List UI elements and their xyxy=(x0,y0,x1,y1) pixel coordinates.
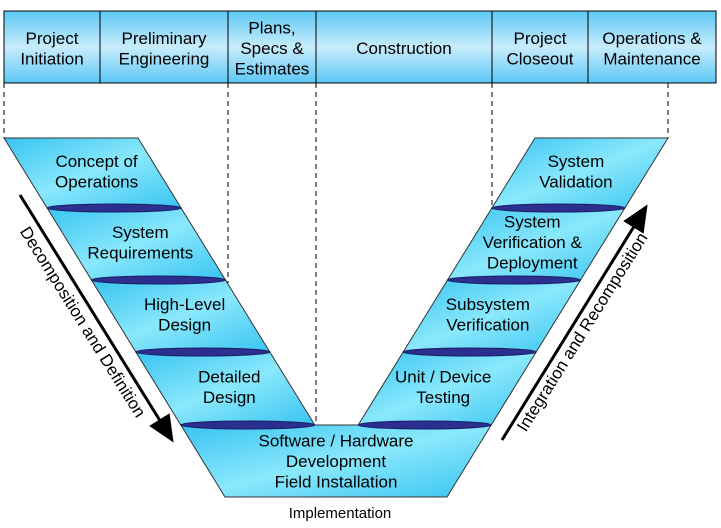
phase-label: Preliminary xyxy=(121,29,207,48)
implementation-stage-label: Field Installation xyxy=(275,473,398,492)
decomposition-arrow xyxy=(18,194,174,443)
phase-label: Plans, xyxy=(248,19,295,38)
stage-labels: Concept ofOperationsSystemRequirementsHi… xyxy=(55,152,613,492)
left-stage-label: High-Level xyxy=(144,295,225,314)
right-stage-label: System xyxy=(548,152,605,171)
left-stage-label: Design xyxy=(203,388,256,407)
phase-label: Maintenance xyxy=(603,49,700,68)
phase-cell xyxy=(587,10,717,84)
phase-cell xyxy=(99,10,229,84)
left-stage-label: Detailed xyxy=(198,367,260,386)
phase-label: Project xyxy=(26,29,79,48)
right-stage-label: Verification & xyxy=(483,233,583,252)
stage-divider xyxy=(135,347,271,357)
phase-label: Project xyxy=(514,29,567,48)
right-stage-label: Unit / Device xyxy=(395,367,491,386)
integration-arrow xyxy=(500,204,648,441)
left-stage-label: Design xyxy=(158,315,211,334)
v-shape xyxy=(3,137,669,498)
right-stage-label: Testing xyxy=(416,388,470,407)
stage-divider xyxy=(402,347,537,357)
implementation-stage-label: Software / Hardware xyxy=(259,432,414,451)
stage-divider xyxy=(46,203,182,213)
left-stage-label: System xyxy=(112,223,169,242)
phase-label: Closeout xyxy=(506,49,573,68)
phase-cell xyxy=(227,10,317,84)
phase-label: Specs & xyxy=(240,39,304,58)
right-stage-label: Deployment xyxy=(487,254,578,273)
stage-divider xyxy=(180,420,316,430)
stage-divider xyxy=(90,275,226,285)
implementation-label: Implementation xyxy=(289,505,392,522)
phase-label: Construction xyxy=(356,39,451,58)
phase-cell xyxy=(3,10,101,84)
right-stage-label: System xyxy=(504,213,561,232)
implementation-stage-label: Development xyxy=(286,452,386,471)
right-stage-label: Subsystem xyxy=(446,295,530,314)
stage-divider xyxy=(447,275,582,285)
left-stage-label: Operations xyxy=(55,172,138,191)
phase-label: Estimates xyxy=(235,60,310,79)
phase-cell xyxy=(491,10,589,84)
left-stage-label: Requirements xyxy=(87,243,193,262)
stage-divider xyxy=(491,203,626,213)
phase-dashed-lines xyxy=(3,83,669,425)
right-stage-label: Validation xyxy=(539,172,612,191)
stage-divider xyxy=(357,420,492,430)
phase-label: Operations & xyxy=(602,29,702,48)
right-stage-label: Verification xyxy=(446,315,529,334)
phase-label: Initiation xyxy=(20,49,83,68)
phase-header: ProjectInitiationPreliminaryEngineeringP… xyxy=(3,10,717,84)
phase-cell xyxy=(315,10,493,84)
left-stage-label: Concept of xyxy=(55,152,137,171)
phase-label: Engineering xyxy=(119,49,210,68)
